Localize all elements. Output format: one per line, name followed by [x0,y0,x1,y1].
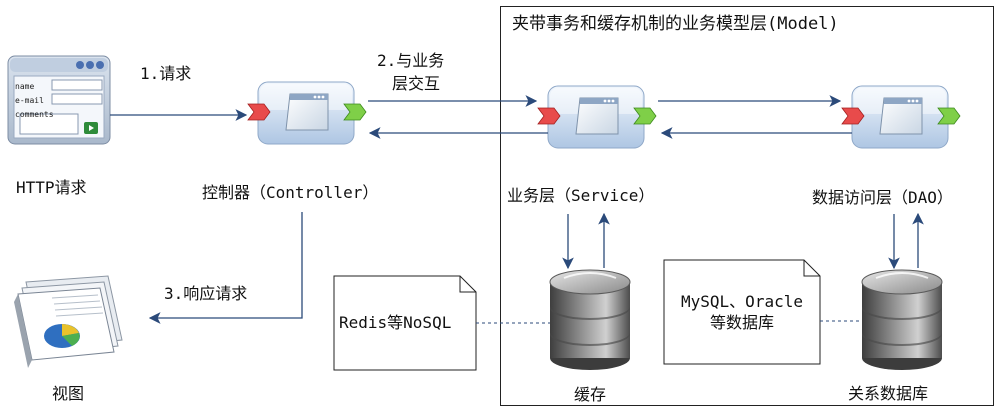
db-database-icon [861,269,943,371]
cache-database-icon [549,269,631,371]
redis-note-text: Redis等NoSQL [339,313,452,332]
view-label: 视图 [52,384,85,403]
service-label: 业务层（Service） [507,186,655,205]
db-note-text-line2: 等数据库 [709,313,775,332]
edge-label-interact-line1: 2.与业务 [377,51,445,70]
edge-label-respond: 3.响应请求 [164,284,248,303]
redis-note-icon [333,275,477,371]
controller-component-icon [247,81,367,145]
form-field-email: e-mail [15,96,44,105]
report-icon [14,275,123,368]
form-field-comments: comments [15,110,54,119]
controller-label: 控制器（Controller） [202,183,379,202]
http-request-label: HTTP请求 [16,178,87,197]
db-note-icon [663,259,821,365]
db-note-text-line1: MySQL、Oracle [681,292,803,311]
edge-label-interact-line2: 层交互 [392,74,441,93]
edge-label-request: 1.请求 [140,64,192,83]
form-icon [7,55,111,145]
dao-component-icon [841,85,961,149]
arrow-respond [148,212,303,324]
model-layer-box [500,6,994,406]
form-field-name: name [15,82,34,91]
model-layer-title: 夹带事务和缓存机制的业务模型层(Model) [512,14,839,34]
service-component-icon [537,85,657,149]
db-label: 关系数据库 [848,384,929,403]
cache-label: 缓存 [574,385,607,404]
dao-label: 数据访问层（DAO） [812,188,953,207]
